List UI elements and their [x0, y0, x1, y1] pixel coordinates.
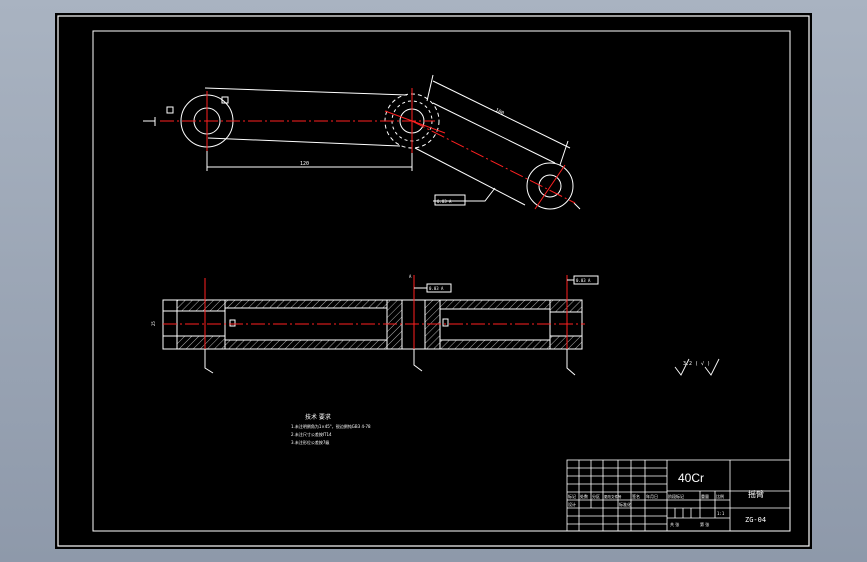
inner-frame — [92, 30, 791, 532]
hatch-right-top — [549, 299, 583, 313]
dim-text-horizontal: 120 — [300, 161, 309, 167]
tech-req-item-1: 1.未注明倒角为1×45°，锐边倒钝GB3 4-78 — [291, 423, 371, 429]
tolerance-text-mid: 0.03 A — [429, 286, 444, 291]
hatch-right-arm-bottom — [439, 339, 551, 350]
tb-label-sign: 签名 — [632, 493, 640, 499]
tech-req-item-3: 3.未注形位公差按7级 — [291, 439, 329, 445]
datum-square-left — [166, 106, 174, 114]
dim-ext-incline-a — [426, 74, 434, 102]
drawing-sheet: 120 100 0.03 A — [55, 13, 812, 549]
dim-ext-incline-b — [559, 140, 569, 166]
tb-label-change: 更改文件号 — [604, 494, 622, 499]
surface-finish-symbol — [674, 358, 720, 376]
hatch-left-bottom — [176, 335, 226, 350]
tech-req-item-2: 2.未注尺寸公差按IT14 — [291, 431, 332, 437]
outer-border — [57, 15, 810, 547]
tech-req-heading: 技术 要求 — [305, 413, 331, 421]
tb-sheet-number: 第 张 — [700, 521, 709, 527]
surface-finish-note: 3.2 ( √ ) — [683, 361, 710, 367]
hatch-right-arm-top — [439, 299, 551, 310]
tolerance-text-top: 0.03 A — [437, 199, 452, 204]
section-height-text: 25 — [151, 321, 156, 326]
tb-label-date: 年月日 — [646, 493, 658, 499]
tb-scale-value: 1:1 — [717, 511, 725, 516]
center-lines-top — [160, 88, 576, 210]
title-block — [566, 459, 791, 532]
material-text: 40Cr — [678, 471, 704, 485]
tb-label-weight: 重量 — [701, 493, 709, 499]
tb-label-standard: 标准化 — [619, 501, 631, 507]
tb-label-scale: 比例 — [716, 493, 724, 499]
section-view — [162, 275, 599, 376]
tb-label-count: 处数 — [580, 493, 588, 499]
tb-label-mark: 标记 — [568, 493, 576, 499]
part-name-text: 摇臂 — [748, 489, 764, 499]
arm-bottom-edge — [207, 137, 401, 147]
drawing-number-text: ZG-04 — [745, 516, 766, 524]
right-boss-outer — [526, 162, 574, 210]
tolerance-text-right: 0.03 A — [576, 278, 591, 283]
center-line-inclined — [411, 120, 576, 204]
tb-label-stage: 阶段标记 — [668, 493, 684, 499]
tb-label-design: 设计 — [568, 501, 576, 507]
hatch-right-bottom — [549, 335, 583, 350]
leader-tolerance — [433, 187, 496, 202]
hatch-left-top — [176, 299, 226, 312]
dim-text-inclined: 100 — [494, 107, 505, 116]
datum-square-top — [221, 96, 229, 104]
hatch-arm-top — [224, 299, 388, 309]
datum-label: A — [409, 274, 412, 279]
tolerance-frame-top — [434, 194, 466, 206]
right-boss-bore — [538, 174, 562, 198]
hatch-arm-bottom — [224, 339, 388, 350]
incline-arm-bottom — [414, 147, 526, 206]
tb-label-zone: 分区 — [592, 493, 600, 499]
cad-drawing: 120 100 0.03 A — [57, 15, 810, 547]
top-view — [143, 74, 581, 210]
dim-line-inclined — [432, 80, 571, 149]
tb-sheet-total: 共 张 — [670, 521, 679, 527]
arm-top-edge — [204, 87, 408, 96]
incline-arm-top — [432, 102, 556, 164]
